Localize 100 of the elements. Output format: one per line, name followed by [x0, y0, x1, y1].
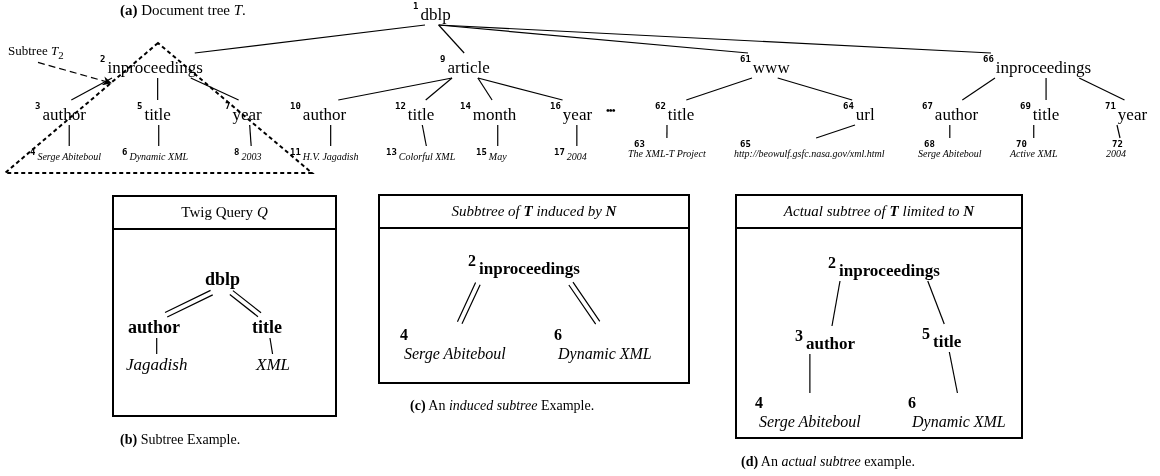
query-value: XML [256, 355, 290, 374]
node-number: 15 [476, 148, 487, 157]
node-number: 5 [137, 102, 143, 111]
element-name: inproceedings [995, 57, 1092, 76]
tree-edge [815, 124, 856, 139]
tree-edge [777, 77, 853, 101]
tree-edge [70, 77, 113, 101]
tree-edge [1116, 124, 1121, 139]
figure-caption: (a) Document tree T. [120, 2, 246, 19]
element-name: author [302, 104, 347, 123]
element-name: title [144, 104, 171, 123]
node-number: 64 [843, 102, 854, 111]
node-number: 69 [1020, 102, 1031, 111]
node-number: 6 [908, 395, 916, 411]
figure-caption: (b) Subtree Example. [120, 433, 241, 447]
tree-edge [831, 280, 841, 327]
tree-edge [330, 124, 332, 147]
node-number: 4 [755, 395, 763, 411]
node-number: 68 [924, 140, 935, 149]
tree-edge [438, 24, 992, 54]
node-number: 8 [234, 148, 240, 157]
tree-edge [1045, 77, 1047, 101]
element-name: month [472, 104, 517, 123]
tree-edge [194, 24, 426, 54]
text-value: Dynamic XML [912, 414, 1006, 430]
text-value: 2004 [566, 150, 587, 162]
node-number: 3 [35, 102, 41, 111]
tree-edge [961, 77, 996, 101]
double-edge [164, 289, 214, 318]
node-number: 11 [290, 148, 301, 157]
tree-edge [157, 77, 159, 101]
tree-edge [425, 77, 453, 101]
double-edge [456, 281, 481, 325]
node-number: 5 [922, 326, 930, 342]
text-value: Active XML [1010, 149, 1058, 159]
node-number: 12 [395, 102, 406, 111]
node-number: 4 [400, 327, 408, 343]
tree-edge [576, 124, 578, 147]
query-node-label: dblp [205, 269, 241, 289]
text-value: http://beowulf.gsfc.nasa.gov/xml.html [734, 149, 885, 159]
node-number: 62 [655, 102, 666, 111]
tree-edge [1033, 124, 1035, 139]
node-number: 2 [828, 255, 836, 271]
query-node-label: title [252, 317, 282, 337]
element-name: author [806, 333, 856, 352]
figure-caption: (c) An induced subtree Example. [410, 399, 595, 413]
node-number: 13 [386, 148, 397, 157]
tree-edge [477, 77, 493, 101]
text-value: Serge Abiteboul [37, 150, 102, 162]
node-number: 9 [440, 55, 446, 64]
element-name: author [42, 104, 86, 123]
panel-header: Subbtree of T induced by N [451, 204, 617, 219]
text-value: Serge Abiteboul [918, 149, 982, 159]
tree-edge [156, 337, 158, 355]
node-number: 67 [922, 102, 933, 111]
node-number: 6 [122, 148, 128, 157]
element-name: article [447, 57, 490, 76]
tree-edge [949, 124, 951, 139]
ellipsis-marker: ••• [606, 104, 615, 116]
element-name: title [1032, 104, 1060, 123]
double-edge [229, 290, 262, 318]
tree-edge [190, 77, 240, 101]
pointer-arrow [37, 61, 112, 86]
query-value: Jagadish [126, 355, 188, 374]
element-name: inproceedings [107, 57, 203, 76]
tree-edge [249, 124, 252, 147]
element-name: author [934, 104, 979, 123]
node-number: 61 [740, 55, 751, 64]
tree-edge [421, 124, 427, 147]
element-name: year [232, 104, 262, 123]
node-number: 72 [1112, 140, 1123, 149]
node-number: 6 [554, 327, 562, 343]
node-number: 3 [795, 328, 803, 344]
element-name: title [933, 331, 962, 350]
node-number: 71 [1105, 102, 1116, 111]
node-number: 17 [554, 148, 565, 157]
figure-caption: (d) An actual subtree example. [741, 455, 916, 469]
text-value: Dynamic XML [558, 346, 652, 362]
panel-header: Actual subtree of T limited to N [783, 204, 975, 219]
node-number: 66 [983, 55, 994, 64]
node-number: 16 [550, 102, 561, 111]
element-name: title [407, 104, 435, 123]
tree-edge [477, 77, 564, 101]
panel-header: Twig Query Q [181, 205, 268, 220]
tree-edge [1078, 77, 1126, 101]
text-value: 2003 [241, 150, 262, 162]
text-value: 2004 [1106, 149, 1126, 159]
element-name: url [855, 104, 875, 123]
node-number: 65 [740, 140, 751, 149]
node-number: 1 [413, 2, 419, 11]
text-value: H.V. Jagadish [302, 150, 359, 162]
double-edge [568, 281, 601, 325]
text-value: Serge Abiteboul [759, 414, 861, 430]
tree-edge [269, 337, 274, 355]
tree-edge [685, 77, 753, 101]
query-node-label: author [128, 317, 180, 337]
tree-edge [927, 280, 945, 325]
tree-edge [497, 124, 499, 147]
tree-edge [337, 77, 453, 101]
tree-edge [948, 351, 959, 394]
